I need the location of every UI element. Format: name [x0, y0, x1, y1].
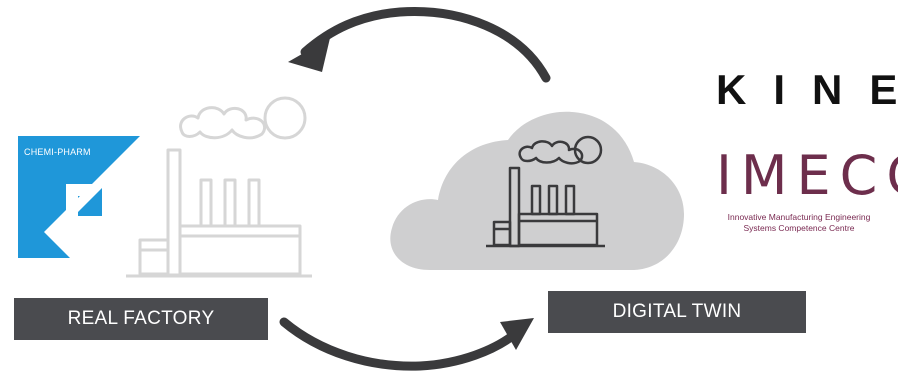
- chemi-pharm-logo: [18, 136, 140, 258]
- imecc-subtitle-line1: Innovative Manufacturing Engineering: [727, 212, 871, 222]
- real-factory-icon: [126, 96, 312, 278]
- imecc-subtitle-line2: Systems Competence Centre: [743, 223, 855, 233]
- chemi-pharm-wordmark: CHEMI-PHARM: [24, 147, 91, 157]
- imecc-logo: IMECC: [716, 144, 898, 207]
- digital-twin-factory-icon: [486, 135, 605, 248]
- kine-logo: KINE: [716, 66, 897, 113]
- digital-twin-label: DIGITAL TWIN: [548, 291, 806, 333]
- digital-twin-label-text: DIGITAL TWIN: [612, 301, 742, 322]
- cycle-arrow-top-icon: [288, 7, 551, 83]
- imecc-subtitle: Innovative Manufacturing Engineering Sys…: [700, 212, 898, 234]
- cloud-icon: [390, 111, 684, 270]
- real-factory-label: REAL FACTORY: [14, 298, 268, 340]
- real-factory-label-text: REAL FACTORY: [67, 308, 215, 329]
- cycle-arrow-bottom-icon: [279, 317, 534, 371]
